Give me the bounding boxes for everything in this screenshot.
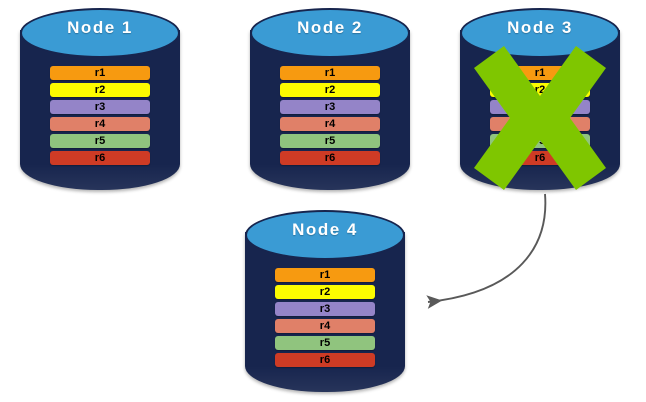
row-stack: r1 r2 r3 r4 r5 r6 [490,66,590,165]
data-row[interactable]: r4 [280,117,380,131]
cylinder-top-ellipse [20,8,180,58]
node-label: Node 2 [297,18,363,37]
data-row[interactable]: r2 [490,83,590,97]
curved-arrow-icon [426,193,547,309]
data-row[interactable]: r3 [50,100,150,114]
data-row[interactable]: r4 [275,319,375,333]
data-row[interactable]: r6 [280,151,380,165]
node-cylinder-1[interactable]: Node 1 r1 r2 r3 r4 r5 r6 [20,8,180,196]
cylinder-top-ellipse [245,210,405,260]
data-row[interactable]: r2 [280,83,380,97]
data-row[interactable]: r5 [490,134,590,148]
data-row[interactable]: r1 [50,66,150,80]
data-row[interactable]: r1 [275,268,375,282]
data-row[interactable]: r2 [275,285,375,299]
cylinder-bottom-shade [460,164,620,190]
data-row[interactable]: r5 [275,336,375,350]
cylinder-top-ellipse [250,8,410,58]
node-label: Node 1 [67,18,133,37]
data-row[interactable]: r6 [490,151,590,165]
data-row[interactable]: r4 [50,117,150,131]
data-row[interactable]: r1 [280,66,380,80]
data-row[interactable]: r3 [280,100,380,114]
node-cylinder-4[interactable]: Node 4 r1 r2 r3 r4 r5 r6 [245,210,405,398]
cylinder-bottom-shade [250,164,410,190]
row-stack: r1 r2 r3 r4 r5 r6 [280,66,380,165]
row-stack: r1 r2 r3 r4 r5 r6 [50,66,150,165]
data-row[interactable]: r3 [275,302,375,316]
data-row[interactable]: r6 [50,151,150,165]
cylinder-bottom-shade [245,366,405,392]
node-cylinder-2[interactable]: Node 2 r1 r2 r3 r4 r5 r6 [250,8,410,196]
data-row[interactable]: r6 [275,353,375,367]
data-row[interactable]: r1 [490,66,590,80]
data-row[interactable]: r5 [50,134,150,148]
cylinder-bottom-shade [20,164,180,190]
node-label: Node 3 [507,18,573,37]
data-row[interactable]: r5 [280,134,380,148]
data-row[interactable]: r2 [50,83,150,97]
data-row[interactable]: r3 [490,100,590,114]
row-stack: r1 r2 r3 r4 r5 r6 [275,268,375,367]
node-cylinder-3[interactable]: Node 3 r1 r2 r3 r4 r5 r6 [460,8,620,196]
node-label: Node 4 [292,220,358,239]
data-row[interactable]: r4 [490,117,590,131]
